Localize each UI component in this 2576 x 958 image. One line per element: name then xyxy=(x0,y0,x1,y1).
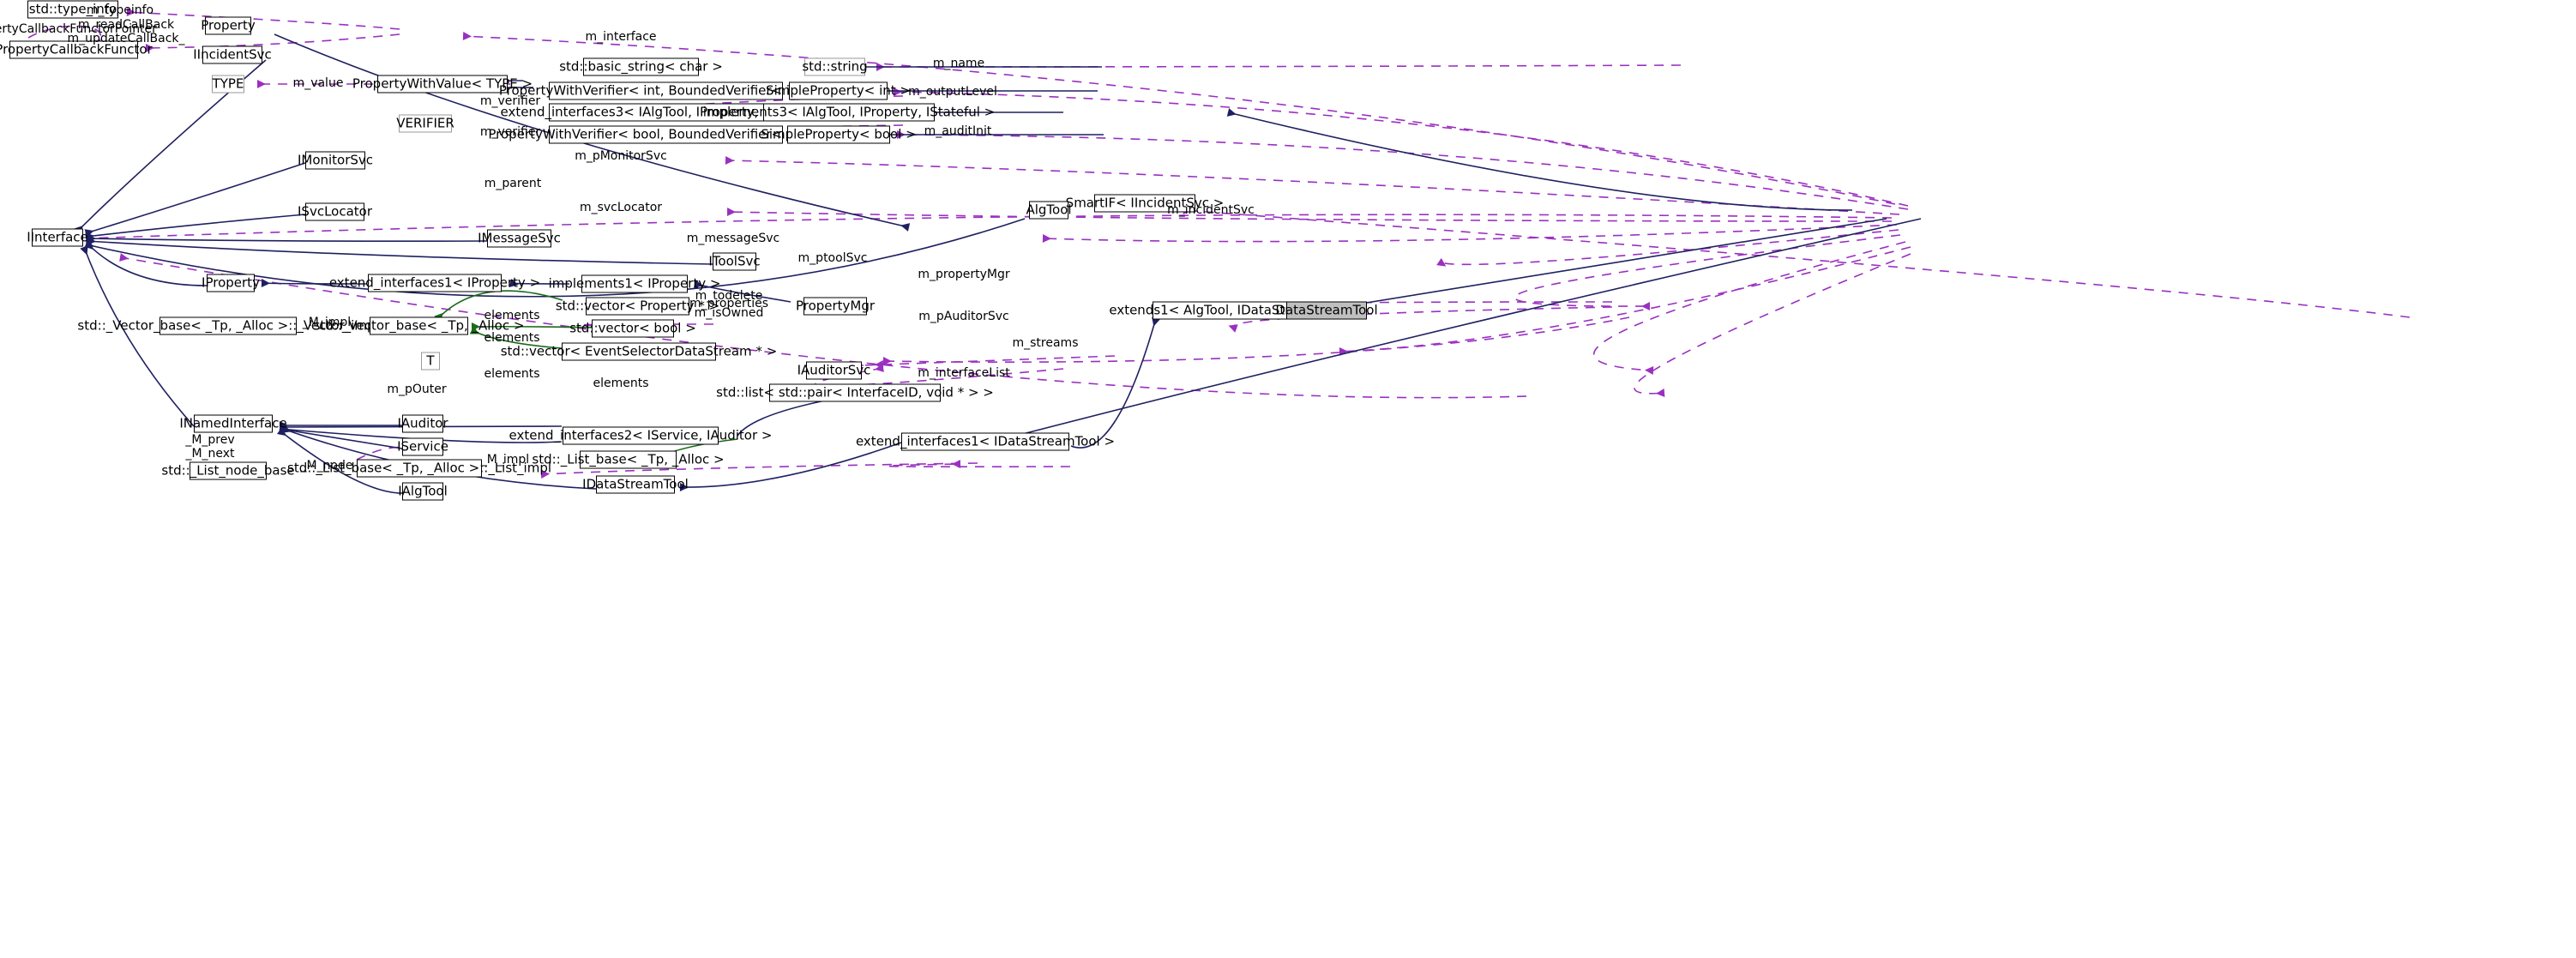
edge-label-m_value: m_value xyxy=(292,75,344,90)
edge-label-nullptr_cb: nullPropertyCallbackFunctorPointer xyxy=(0,21,157,36)
class-node-listbase_impl[interactable]: std::_List_base< _Tp, _Alloc >::_List_im… xyxy=(287,459,552,478)
edge-label-m_readCallBack: m_readCallBack m_updateCallBack_ xyxy=(67,17,185,45)
edge-label-m_interfaceList: m_interfaceList xyxy=(918,365,1010,380)
class-node-extif1_idst[interactable]: extend_interfaces1< IDataStreamTool > xyxy=(855,432,1116,451)
class-node-iinterface[interactable]: IInterface xyxy=(27,228,88,247)
edge-label-M_impl_vec: _M_impl xyxy=(302,315,352,329)
edge-label-M_impl_list: _M_impl xyxy=(480,452,530,467)
class-node-vector_property[interactable]: std::vector< Property * > xyxy=(555,297,720,316)
class-node-listbase_tp[interactable]: std::_List_base< _Tp, _Alloc > xyxy=(532,450,725,469)
class-node-iauditorsvc[interactable]: IAuditorSvc xyxy=(797,361,871,380)
edge-label-elements3: elements xyxy=(484,366,540,381)
edge-label-m_verifier2: m_verifier xyxy=(479,124,541,139)
edge-label-elements2: elements xyxy=(484,330,540,345)
class-node-propwithvalue[interactable]: PropertyWithValue< TYPE > xyxy=(352,75,533,93)
class-node-vector_bool[interactable]: std::vector< bool > xyxy=(569,319,696,338)
class-node-vector_evsel[interactable]: std::vector< EventSelectorDataStream * > xyxy=(500,342,778,361)
edge-label-m_auditInit: m_auditInit xyxy=(924,124,992,138)
class-node-simpleprop_bool[interactable]: SimpleProperty< bool > xyxy=(761,125,917,144)
class-node-algtool[interactable]: AlgTool xyxy=(1026,201,1072,220)
class-node-type[interactable]: TYPE xyxy=(212,75,244,93)
class-node-propertymgr[interactable]: PropertyMgr xyxy=(795,297,876,316)
class-node-itoolsvc[interactable]: IToolSvc xyxy=(708,252,761,271)
edge-label-m_messageSvc: m_messageSvc xyxy=(686,231,780,245)
edge-label-m_typeinfo: m_typeinfo xyxy=(86,3,154,17)
class-node-iproperty[interactable]: IProperty xyxy=(202,274,260,292)
class-node-t_template[interactable]: T xyxy=(421,352,440,371)
edge-label-elements4: elements xyxy=(593,376,649,390)
class-node-inamedinterface[interactable]: INamedInterface xyxy=(179,414,287,433)
class-node-verifier[interactable]: VERIFIER xyxy=(396,114,454,133)
class-node-type_info[interactable]: std::type_info xyxy=(27,0,118,19)
class-node-idatastreamtool[interactable]: IDataStreamTool xyxy=(582,475,689,494)
class-node-ialgtool[interactable]: IAlgTool xyxy=(398,482,448,501)
edge-label-M_prev_next: _M_prev _M_next xyxy=(185,432,235,461)
class-node-pwv_int[interactable]: PropertyWithVerifier< int, BoundedVerifi… xyxy=(498,81,834,100)
edge-label-m_svcLocator: m_svcLocator xyxy=(579,200,663,214)
class-node-list_pair[interactable]: std::list< std::pair< InterfaceID, void … xyxy=(716,383,994,402)
edge-label-m_pMonitorSvc: m_pMonitorSvc xyxy=(575,148,667,163)
edge-label-m_pAuditorSvc: m_pAuditorSvc xyxy=(918,309,1009,323)
class-node-simpleprop_int[interactable]: SimpleProperty< int > xyxy=(766,81,911,100)
edge-label-m_ptoolSvc: m_ptoolSvc xyxy=(797,250,868,265)
class-node-pwv_bool[interactable]: PropertyWithVerifier< bool, BoundedVerif… xyxy=(488,125,844,144)
edge-label-m_parent: m_parent xyxy=(484,176,542,190)
edge-label-m_name: m_name xyxy=(932,56,985,70)
class-node-imonitorsvc[interactable]: IMonitorSvc xyxy=(297,151,374,170)
class-node-iauditor[interactable]: IAuditor xyxy=(397,414,448,433)
class-node-basic_string[interactable]: std::basic_string< char > xyxy=(559,57,723,76)
edge-label-m_todelete: m_todelete xyxy=(695,288,763,303)
class-node-iincidentsvc[interactable]: IIncidentSvc xyxy=(193,45,272,64)
class-node-vecbase_impl[interactable]: std::_Vector_base< _Tp, _Alloc >::_Vecto… xyxy=(77,316,379,335)
edge-label-M_node: _M_node xyxy=(300,458,353,473)
class-node-property[interactable]: Property xyxy=(201,16,256,35)
class-node-extif2_svc_aud[interactable]: extend_interfaces2< IService, IAuditor > xyxy=(509,426,773,445)
edge-label-m_incidentSvc: m_incidentSvc xyxy=(1167,202,1255,217)
class-node-vecbase[interactable]: std::_Vector_base< _Tp, _Alloc > xyxy=(313,316,525,335)
edge-label-m_propertyMgr: m_propertyMgr xyxy=(918,267,1010,281)
class-node-extif1_iproperty[interactable]: extend_interfaces1< IProperty > xyxy=(328,274,541,292)
edge-label-m_properties: m_properties xyxy=(689,296,769,310)
class-node-smartif_iincident[interactable]: SmartIF< IIncidentSvc > xyxy=(1065,194,1225,213)
class-node-std_string[interactable]: std::string xyxy=(802,57,868,76)
edge-label-m_interface: m_interface xyxy=(585,29,657,44)
edge-label-m_streams: m_streams xyxy=(1012,335,1079,350)
edge-label-m_pOuter: m_pOuter xyxy=(387,382,447,396)
class-node-impl1_iproperty[interactable]: implements1< IProperty > xyxy=(548,274,721,293)
edge-label-elements1: elements xyxy=(484,308,540,322)
class-node-isvclocator[interactable]: ISvcLocator xyxy=(298,202,373,221)
edge-label-m_verifier1: m_verifier xyxy=(479,93,541,108)
class-node-datastreamtool[interactable]: DataStreamTool xyxy=(1275,301,1378,320)
edge-label-m_outputLevel: m_outputLevel xyxy=(908,84,997,99)
class-node-listnodebase[interactable]: std::_List_node_base xyxy=(161,461,295,480)
edge-label-m_isOwned: m_isOwned xyxy=(694,305,764,320)
class-node-propcbfunctor[interactable]: PropertyCallbackFunctor xyxy=(0,40,153,59)
class-node-iservice[interactable]: IService xyxy=(397,437,448,456)
class-node-extif3[interactable]: extend_interfaces3< IAlgTool, IProperty,… xyxy=(500,103,832,122)
class-node-impl3[interactable]: implements3< IAlgTool, IProperty, IState… xyxy=(702,103,996,122)
class-node-imessagesvc[interactable]: IMessageSvc xyxy=(478,229,561,248)
